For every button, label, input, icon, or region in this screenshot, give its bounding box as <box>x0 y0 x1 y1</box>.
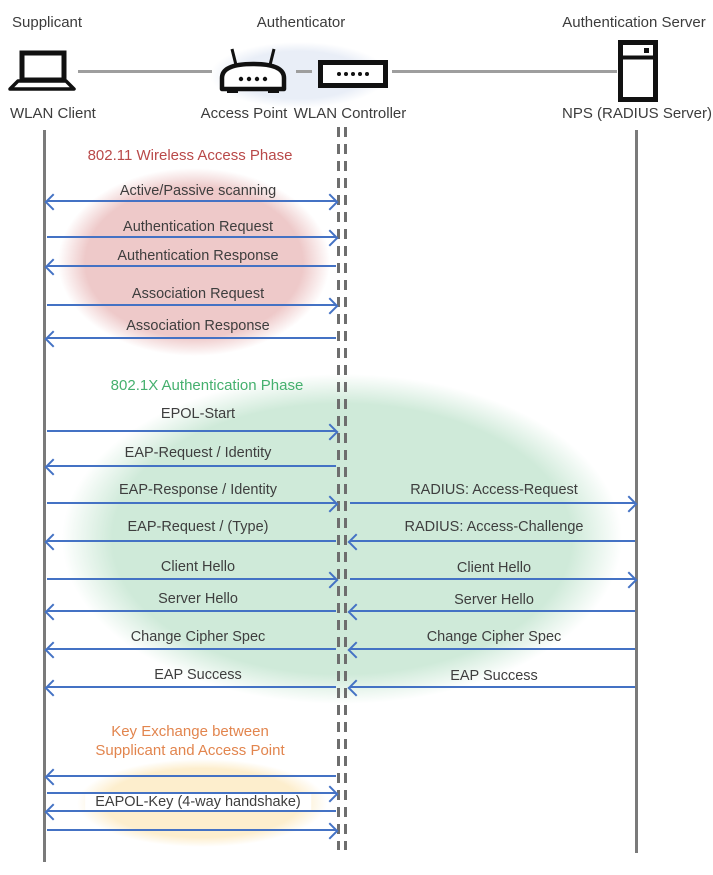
message-arrow-change-cipher-spec-right <box>347 641 635 659</box>
message-arrow-key-exchange-3 <box>44 803 336 821</box>
message-arrow-change-cipher-spec-left <box>44 641 336 659</box>
role-label-authenticator: Authenticator <box>256 14 346 31</box>
server-icon <box>618 40 658 102</box>
message-arrow-authentication-request <box>47 229 339 247</box>
phase-title-80211: 802.11 Wireless Access Phase <box>87 147 293 164</box>
message-label: Association Request <box>131 286 265 302</box>
device-label-nps-radius-server: NPS (RADIUS Server) <box>561 105 713 122</box>
message-label: EAP-Response / Identity <box>119 482 277 498</box>
message-arrow-epol-start <box>47 423 339 441</box>
message-label: Change Cipher Spec <box>426 629 562 645</box>
device-label-wlan-client: WLAN Client <box>10 105 96 122</box>
connector-client-to-ap <box>78 70 212 73</box>
lifeline-controller-dashed-2 <box>344 127 347 850</box>
arrowhead-left <box>44 641 62 659</box>
arrowhead-left <box>44 768 62 786</box>
message-label-eapol-key: EAPOL-Key (4-way handshake) <box>85 794 311 810</box>
message-arrow-key-exchange-2 <box>47 785 339 803</box>
phase-title-8021x: 802.1X Authentication Phase <box>110 377 304 394</box>
message-label: EAP-Request / (Type) <box>127 519 269 535</box>
message-arrow-server-hello-left <box>44 603 336 621</box>
message-label: EAP Success <box>450 668 538 684</box>
phase-title-key-exchange-line1: Key Exchange between <box>111 723 269 740</box>
phase-ellipse-80211 <box>58 168 330 356</box>
arrowhead-left <box>44 679 62 697</box>
message-label: RADIUS: Access-Challenge <box>404 519 584 535</box>
message-arrow-eap-request-type <box>44 533 336 551</box>
message-label: EAP Success <box>154 667 242 683</box>
message-label: RADIUS: Access-Request <box>410 482 578 498</box>
controller-icon <box>318 60 388 88</box>
message-label: Authentication Request <box>123 219 273 235</box>
access-point-icon <box>219 48 287 93</box>
arrowhead-left <box>44 803 62 821</box>
message-arrow-association-request <box>47 297 339 315</box>
phase-title-key-exchange-line2: Supplicant and Access Point <box>95 742 285 759</box>
lifeline-radius-server <box>635 130 638 853</box>
laptop-icon <box>8 50 76 91</box>
message-arrow-eap-request-identity <box>44 458 336 476</box>
message-arrow-radius-access-challenge <box>347 533 635 551</box>
message-arrow-key-exchange-4 <box>47 822 339 840</box>
message-arrow-client-hello-right <box>350 571 638 589</box>
message-arrow-radius-access-request <box>350 495 638 513</box>
message-arrow-key-exchange-1 <box>44 768 336 786</box>
role-label-supplicant: Supplicant <box>12 14 83 31</box>
message-arrow-eap-success-left <box>44 679 336 697</box>
message-label: Server Hello <box>454 592 534 608</box>
phase-title-key-exchange: Key Exchange between Supplicant and Acce… <box>60 722 320 760</box>
message-arrow-association-response <box>44 330 336 348</box>
message-label: EPOL-Start <box>160 406 236 422</box>
message-arrow-client-hello-left <box>47 571 339 589</box>
message-label: Server Hello <box>158 591 238 607</box>
message-label: Association Response <box>126 318 270 334</box>
message-arrow-eap-response-identity <box>47 495 339 513</box>
phase-ellipse-8021x <box>62 374 622 704</box>
device-label-access-point: Access Point <box>200 105 288 122</box>
message-label: Client Hello <box>160 559 236 575</box>
device-label-wlan-controller: WLAN Controller <box>293 105 407 122</box>
arrowhead-left <box>44 603 62 621</box>
role-label-authentication-server: Authentication Server <box>562 14 706 31</box>
connector-ap-to-controller <box>296 70 312 73</box>
arrowhead-left <box>44 533 62 551</box>
arrowhead-left <box>44 458 62 476</box>
message-arrow-server-hello-right <box>347 603 635 621</box>
lifeline-controller-dashed-1 <box>337 127 340 850</box>
message-label: Client Hello <box>456 560 532 576</box>
message-arrow-eap-success-right <box>347 679 635 697</box>
message-label: EAP-Request / Identity <box>124 445 272 461</box>
connector-controller-to-server <box>392 70 617 73</box>
message-arrow-authentication-response <box>44 258 336 276</box>
message-label: Authentication Response <box>117 248 279 264</box>
message-label: Change Cipher Spec <box>130 629 266 645</box>
message-label: Active/Passive scanning <box>119 183 277 199</box>
lifeline-wlan-client <box>43 130 46 862</box>
message-arrow-active-passive-scanning <box>44 193 339 211</box>
